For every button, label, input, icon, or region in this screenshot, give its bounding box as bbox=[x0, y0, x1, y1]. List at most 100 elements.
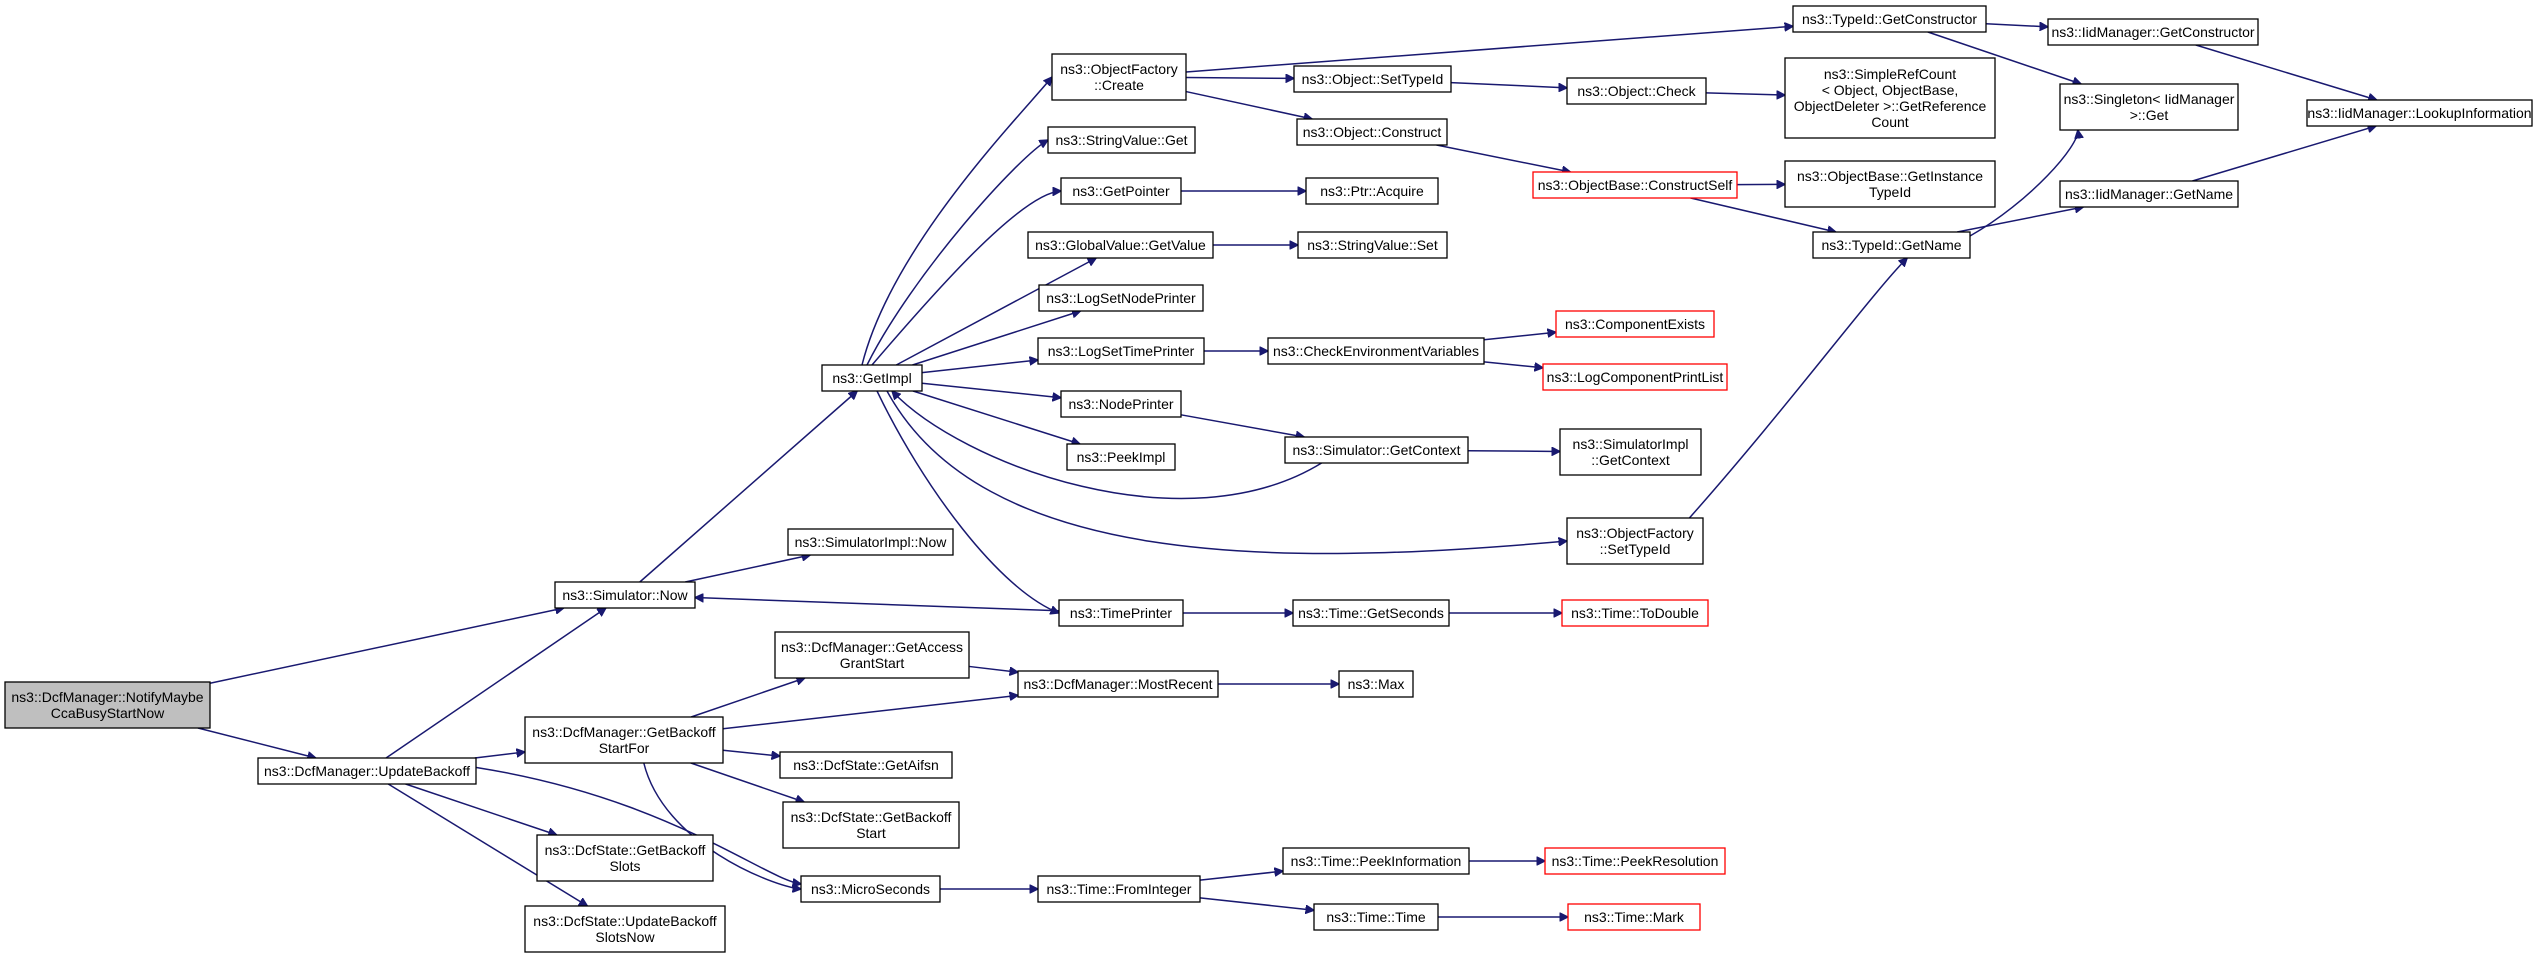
node-box bbox=[554, 581, 696, 609]
node-box bbox=[787, 528, 954, 556]
node-box bbox=[782, 801, 960, 849]
node-label: ::GetContext bbox=[1591, 452, 1670, 468]
node-max[interactable]: ns3::Max bbox=[1338, 670, 1414, 698]
edge-get_impl-to-log_set_time_printer bbox=[921, 360, 1038, 374]
node-time-time[interactable]: ns3::Time::Time bbox=[1313, 903, 1439, 931]
edge-node_printer-to-simulator_get_context bbox=[1180, 414, 1304, 437]
node-update-backoff[interactable]: ns3::DcfManager::UpdateBackoff bbox=[257, 757, 477, 785]
node-time-printer[interactable]: ns3::TimePrinter bbox=[1058, 599, 1184, 627]
node-label: ::Create bbox=[1094, 77, 1144, 93]
node-label: ns3::LogComponentPrintList bbox=[1547, 369, 1724, 385]
edge-get_impl-to-of_create bbox=[861, 77, 1052, 366]
node-box bbox=[779, 751, 953, 779]
node-check-env-vars[interactable]: ns3::CheckEnvironmentVariables bbox=[1267, 337, 1485, 365]
node-object-set-type-id[interactable]: ns3::Object::SetTypeId bbox=[1293, 65, 1452, 93]
node-micro-seconds[interactable]: ns3::MicroSeconds bbox=[800, 875, 941, 903]
node-box bbox=[1542, 363, 1728, 391]
node-stringvalue-get[interactable]: ns3::StringValue::Get bbox=[1047, 126, 1196, 154]
node-node-printer[interactable]: ns3::NodePrinter bbox=[1060, 390, 1182, 418]
node-box bbox=[1066, 443, 1176, 471]
edge-object_check-to-simple_ref_count bbox=[1705, 93, 1785, 95]
node-of-set-type-id[interactable]: ns3::ObjectFactory::SetTypeId bbox=[1566, 517, 1704, 565]
node-label: ns3::ObjectBase::GetInstance bbox=[1797, 168, 1983, 184]
node-log-set-node-printer[interactable]: ns3::LogSetNodePrinter bbox=[1038, 284, 1204, 312]
node-box bbox=[1037, 875, 1201, 903]
edge-typeid_get_constructor-to-iidmanager_get_constructor bbox=[1985, 24, 2048, 27]
edge-sim_now-to-get_impl bbox=[639, 391, 857, 583]
node-box bbox=[1060, 390, 1182, 418]
node-label: ns3::Time::FromInteger bbox=[1047, 881, 1192, 897]
node-globalvalue-getvalue[interactable]: ns3::GlobalValue::GetValue bbox=[1027, 231, 1214, 259]
node-time-get-seconds[interactable]: ns3::Time::GetSeconds bbox=[1292, 599, 1450, 627]
node-simimpl-get-context[interactable]: ns3::SimulatorImpl::GetContext bbox=[1559, 428, 1702, 476]
node-objectbase-construct-self[interactable]: ns3::ObjectBase::ConstructSelf bbox=[1532, 171, 1738, 199]
node-object-construct[interactable]: ns3::Object::Construct bbox=[1296, 118, 1448, 146]
node-root[interactable]: ns3::DcfManager::NotifyMaybeCcaBusyStart… bbox=[4, 681, 211, 729]
node-iidmanager-get-constructor[interactable]: ns3::IidManager::GetConstructor bbox=[2047, 18, 2259, 46]
node-label: ns3::Object::Check bbox=[1577, 83, 1696, 99]
node-label: ns3::ComponentExists bbox=[1565, 316, 1705, 332]
node-log-set-time-printer[interactable]: ns3::LogSetTimePrinter bbox=[1037, 337, 1205, 365]
edge-time_from_integer-to-time_peek_information bbox=[1199, 871, 1283, 881]
node-label: ns3::Ptr::Acquire bbox=[1320, 183, 1424, 199]
node-time-mark[interactable]: ns3::Time::Mark bbox=[1567, 903, 1701, 931]
node-get-impl[interactable]: ns3::GetImpl bbox=[821, 364, 923, 392]
node-typeid-get-name[interactable]: ns3::TypeId::GetName bbox=[1812, 231, 1971, 259]
node-object-check[interactable]: ns3::Object::Check bbox=[1566, 77, 1707, 105]
node-box bbox=[2059, 180, 2239, 208]
node-of-create[interactable]: ns3::ObjectFactory::Create bbox=[1051, 53, 1187, 101]
node-label: ns3::MicroSeconds bbox=[811, 881, 930, 897]
node-get-pointer[interactable]: ns3::GetPointer bbox=[1060, 177, 1182, 205]
edge-of_create-to-object_construct bbox=[1185, 90, 1312, 119]
node-singleton-iidmanager-get[interactable]: ns3::Singleton< IidManager>::Get bbox=[2059, 83, 2239, 131]
node-most-recent[interactable]: ns3::DcfManager::MostRecent bbox=[1017, 670, 1219, 698]
node-time-peek-resolution[interactable]: ns3::Time::PeekResolution bbox=[1544, 847, 1726, 875]
node-time-from-integer[interactable]: ns3::Time::FromInteger bbox=[1037, 875, 1201, 903]
node-simple-ref-count[interactable]: ns3::SimpleRefCount< Object, ObjectBase,… bbox=[1784, 57, 1996, 139]
node-box bbox=[2306, 99, 2533, 127]
edge-get_impl-to-globalvalue_getvalue bbox=[895, 258, 1096, 366]
edge-sim_now-to-simimpl_now bbox=[685, 555, 810, 583]
node-label: ns3::DcfState::GetBackoff bbox=[791, 809, 952, 825]
edge-check_env_vars-to-component_exists bbox=[1483, 332, 1556, 341]
node-label: Slots bbox=[609, 858, 640, 874]
node-peek-impl[interactable]: ns3::PeekImpl bbox=[1066, 443, 1176, 471]
node-label: ns3::IidManager::LookupInformation bbox=[2307, 105, 2531, 121]
node-iidmanager-get-name[interactable]: ns3::IidManager::GetName bbox=[2059, 180, 2239, 208]
node-label: ObjectDeleter >::GetReference bbox=[1794, 98, 1987, 114]
node-component-exists[interactable]: ns3::ComponentExists bbox=[1555, 310, 1715, 338]
node-simimpl-now[interactable]: ns3::SimulatorImpl::Now bbox=[787, 528, 954, 556]
edge-check_env_vars-to-log_component_print_list bbox=[1483, 361, 1543, 368]
edge-iidmanager_get_name-to-iidmanager_lookup_information bbox=[2192, 126, 2376, 182]
node-time-peek-information[interactable]: ns3::Time::PeekInformation bbox=[1282, 847, 1470, 875]
edge-update_backoff-to-get_backoff_start_for bbox=[474, 752, 525, 759]
node-iidmanager-lookup-information[interactable]: ns3::IidManager::LookupInformation bbox=[2306, 99, 2533, 127]
node-box bbox=[1784, 160, 1996, 208]
node-label: ns3::StringValue::Get bbox=[1055, 132, 1187, 148]
edge-typeid_get_constructor-to-singleton_iidmanager_get bbox=[1927, 31, 2081, 84]
node-stringvalue-set[interactable]: ns3::StringValue::Set bbox=[1297, 231, 1448, 259]
node-box bbox=[524, 905, 726, 953]
node-label: ns3::Object::Construct bbox=[1303, 124, 1442, 140]
edge-update_backoff-to-dcfstate_update_backoff_slots_now bbox=[387, 783, 587, 906]
node-get-aifsn[interactable]: ns3::DcfState::GetAifsn bbox=[779, 751, 953, 779]
node-typeid-get-constructor[interactable]: ns3::TypeId::GetConstructor bbox=[1792, 5, 1987, 33]
node-label: ns3::LogSetTimePrinter bbox=[1048, 343, 1195, 359]
node-label: ns3::Time::Time bbox=[1326, 909, 1426, 925]
node-box bbox=[1292, 599, 1450, 627]
node-simulator-get-context[interactable]: ns3::Simulator::GetContext bbox=[1284, 436, 1469, 464]
node-label: ns3::Time::Mark bbox=[1584, 909, 1685, 925]
node-log-component-print-list[interactable]: ns3::LogComponentPrintList bbox=[1542, 363, 1728, 391]
node-sim-now[interactable]: ns3::Simulator::Now bbox=[554, 581, 696, 609]
node-time-to-double[interactable]: ns3::Time::ToDouble bbox=[1561, 599, 1709, 627]
edge-of_create-to-object_set_type_id bbox=[1185, 78, 1294, 79]
node-label: ns3::NodePrinter bbox=[1068, 396, 1173, 412]
node-ptr-acquire[interactable]: ns3::Ptr::Acquire bbox=[1305, 177, 1439, 205]
node-label: ns3::TypeId::GetName bbox=[1821, 237, 1961, 253]
